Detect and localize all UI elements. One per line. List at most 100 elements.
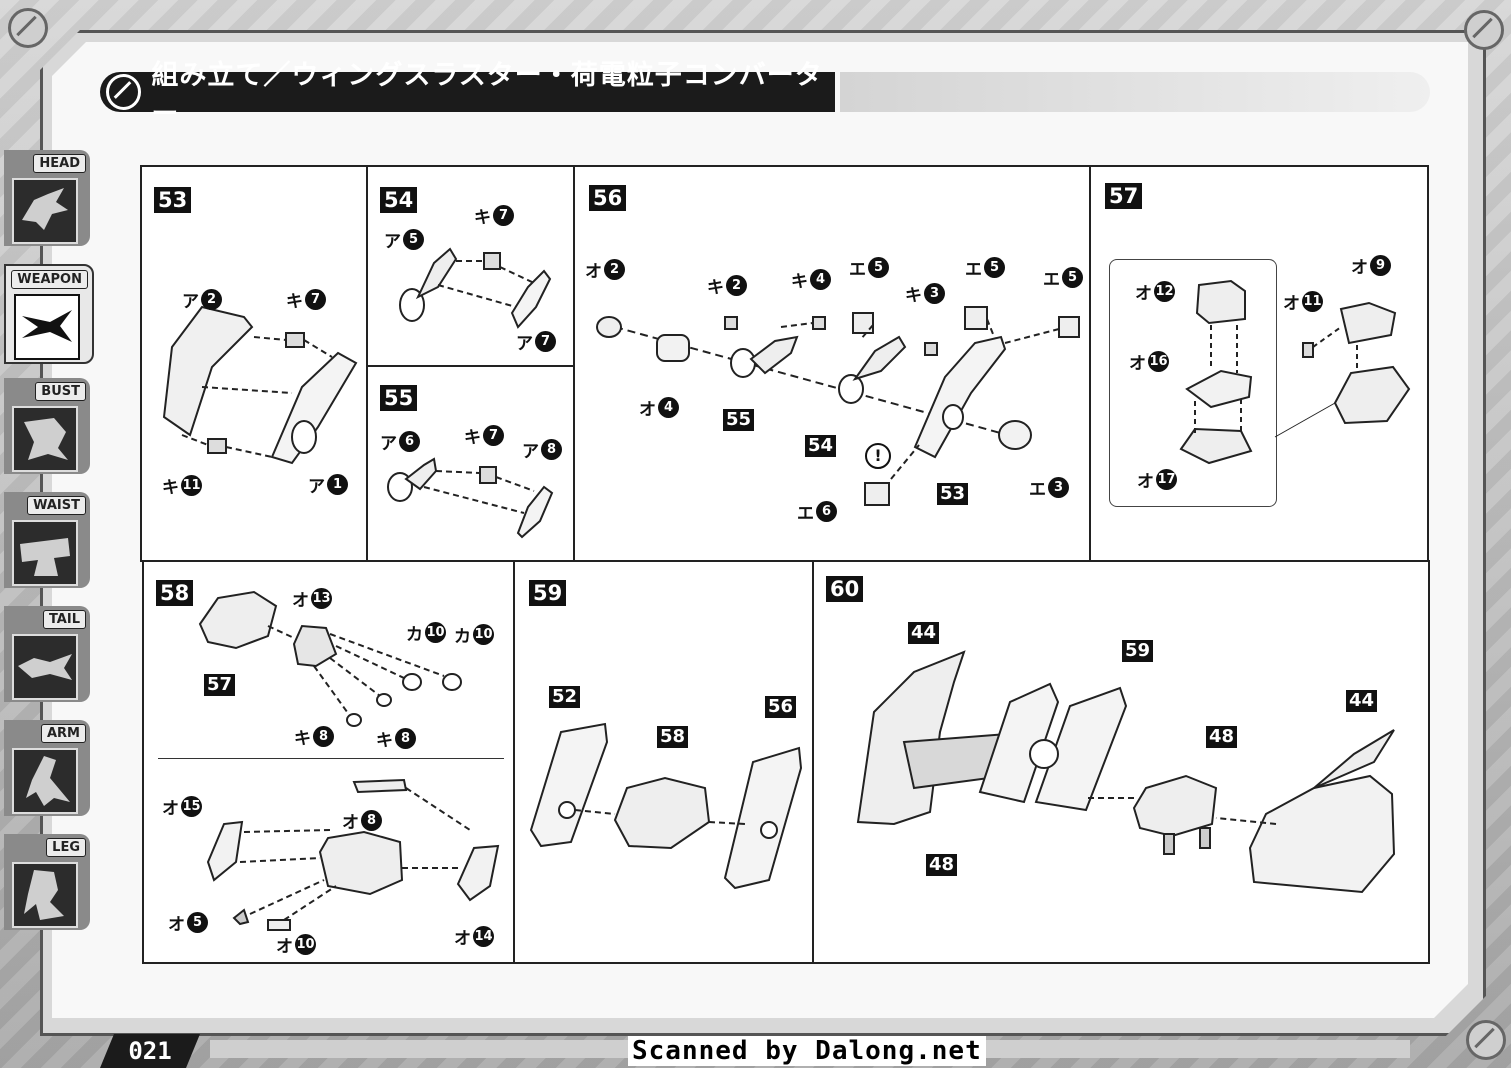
- tab-label: BUST: [35, 382, 86, 401]
- page-number: 021: [100, 1034, 200, 1068]
- dragon-head-icon: [12, 178, 78, 244]
- step-number: 57: [1105, 183, 1143, 209]
- sub-assembly-label: 53: [937, 483, 969, 505]
- tab-label: ARM: [40, 724, 86, 743]
- step-number: 59: [529, 580, 567, 606]
- bolt-icon: [106, 74, 142, 110]
- waist-icon: [12, 520, 78, 586]
- step-number: 56: [589, 185, 627, 211]
- step-55-diagram: [387, 457, 554, 539]
- tab-label: HEAD: [33, 154, 86, 173]
- section-divider: [158, 758, 504, 759]
- step-number: 54: [380, 187, 418, 213]
- claw-weapon-icon: [14, 294, 80, 360]
- tail-icon: [12, 634, 78, 700]
- bolt-icon: [8, 8, 48, 48]
- step-60-diagram: [856, 650, 1396, 894]
- step-60-panel: 60 44 59 48 48 44: [812, 560, 1430, 964]
- step-57-diagram: [1179, 279, 1411, 465]
- tab-label: TAIL: [42, 610, 86, 629]
- step-59-panel: 59 52 58 56: [513, 560, 816, 964]
- sub-assembly-label: 48: [926, 854, 958, 876]
- sub-assembly-label: 56: [765, 696, 797, 718]
- step-number: 55: [380, 385, 418, 411]
- sub-assembly-label: 54: [805, 435, 837, 457]
- step-number: 58: [156, 580, 194, 606]
- tab-label: WAIST: [27, 496, 86, 515]
- sub-assembly-label: 52: [549, 686, 581, 708]
- step-59-diagram: [529, 722, 803, 890]
- step-number: 53: [154, 187, 192, 213]
- sub-assembly-label: 57: [204, 674, 236, 696]
- tab-tail[interactable]: TAIL: [4, 606, 90, 702]
- tab-leg[interactable]: LEG: [4, 834, 90, 930]
- tab-arm[interactable]: ARM: [4, 720, 90, 816]
- leg-icon: [12, 862, 78, 928]
- caution-icon: !: [865, 443, 891, 469]
- tab-label: LEG: [46, 838, 86, 857]
- step-53-diagram: [162, 305, 358, 465]
- sub-assembly-label: 48: [1206, 726, 1238, 748]
- bolt-icon: [1466, 1020, 1506, 1060]
- tab-label: WEAPON: [11, 270, 88, 289]
- step-number: 60: [826, 576, 864, 602]
- step-56-diagram: [596, 306, 1080, 506]
- sub-assembly-label: 59: [1122, 640, 1154, 662]
- sub-assembly-label: 58: [657, 726, 689, 748]
- step-58-diagram: [198, 590, 500, 931]
- title-shadow: [840, 72, 1430, 112]
- arm-icon: [12, 748, 78, 814]
- section-title-bar: 組み立て／ウィングスラスター・荷電粒子コンバーター: [100, 60, 835, 130]
- detail-inset: [1109, 259, 1277, 507]
- bust-icon: [12, 406, 78, 472]
- page-title: 組み立て／ウィングスラスター・荷電粒子コンバーター: [151, 60, 823, 130]
- step-54-diagram: [399, 247, 552, 329]
- tab-weapon[interactable]: WEAPON: [4, 264, 94, 364]
- sub-assembly-label: 44: [1346, 690, 1378, 712]
- tab-head[interactable]: HEAD: [4, 150, 90, 246]
- sub-assembly-label: 55: [723, 409, 755, 431]
- tab-waist[interactable]: WAIST: [4, 492, 90, 588]
- bolt-icon: [1464, 10, 1504, 50]
- tab-bust[interactable]: BUST: [4, 378, 90, 474]
